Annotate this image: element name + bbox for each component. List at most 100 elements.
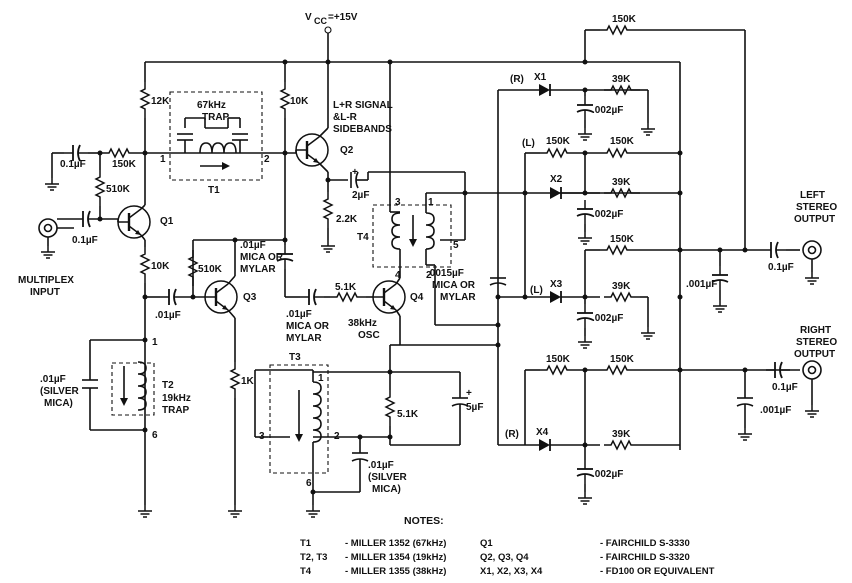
t1-pin1: 1 [160,154,166,165]
t3-pin2: 2 [334,431,340,442]
q2-label: Q2 [340,145,354,156]
t4-pin4: 4 [395,270,401,281]
t3-pin6: 6 [306,478,312,489]
t3-pin1: 1 [318,373,324,384]
signal-label-2: &L-R [333,112,358,123]
res-39k-2-label: 39K [612,177,631,188]
cap-in2-label: 0.1µF [72,235,98,246]
osc-label-1: 38kHz [348,318,377,329]
res-39k-1-label: 39K [612,74,631,85]
cap-mica1-l2: MICA OR [240,252,284,263]
input-label-1: MULTIPLEX [18,275,74,286]
cap-q3 [159,288,185,306]
left-out-2: STEREO [796,202,837,213]
t2-pin1: 1 [152,337,158,348]
cap-0015-l2: MICA OR [432,280,476,291]
input-label-2: INPUT [30,287,60,298]
note-left-desc-1: - MILLER 1354 (19kHz) [345,552,446,563]
cap-silver1-l3: MICA) [44,398,73,409]
input-jack [38,218,58,259]
left-out-1: LEFT [800,190,825,201]
res-39k-4-label: 39K [612,429,631,440]
left-out-3: OUTPUT [794,214,835,225]
vcc-label: V [305,12,312,23]
signal-label-1: L+R SIGNAL [333,100,393,111]
res-1k-label: 1K [241,376,255,387]
cap-002-4 [576,459,594,485]
q4-label: Q4 [410,292,424,303]
cap-mica2-l1: .01µF [286,309,312,320]
res-150k-top [599,25,637,35]
t1-pin2: 2 [264,154,270,165]
cap-002-2-label: .002µF [592,209,623,220]
q3-label: Q3 [243,292,257,303]
cap-002-1-label: .002µF [592,105,623,116]
t4-name: T4 [357,232,369,243]
cap-out-l-label: 0.1µF [768,262,794,273]
note-left-desc-0: - MILLER 1352 (67kHz) [345,538,446,549]
cap-silver1-l2: (SILVER [40,386,79,397]
diode-x4 [538,438,551,452]
cap-out-r-label: 0.1µF [772,382,798,393]
ch-r1: (R) [510,74,524,85]
note-right-ref-2: X1, X2, X3, X4 [480,566,543,577]
res-150k-r2-label: 150K [610,354,635,365]
t1-outline [169,91,263,181]
t3-outline [269,364,329,474]
note-right-desc-1: - FAIRCHILD S-3320 [600,552,690,563]
res-150k-top-label: 150K [612,14,637,25]
t1-trap-1: 67kHz [197,100,226,111]
res-5-1k-a [329,292,367,302]
right-output-jack [802,360,822,418]
res-150k-in-label: 150K [112,159,137,170]
t4-pin1: 1 [428,197,434,208]
note-right-ref-1: Q2, Q3, Q4 [480,552,529,563]
res-10k-b [140,246,150,284]
res-510k-a-label: 510K [106,184,131,195]
res-39k-3-label: 39K [612,281,631,292]
left-output-jack [802,240,822,285]
res-150k-l2-label: 150K [610,136,635,147]
note-left-ref-2: T4 [300,566,312,577]
t2-pin6: 6 [152,430,158,441]
right-out-1: RIGHT [800,325,831,336]
note-left-desc-2: - MILLER 1355 (38kHz) [345,566,446,577]
cap-silver1-l1: .01µF [40,374,66,385]
cap-mica1-l1: .01µF [240,240,266,251]
osc-label-2: OSC [358,330,380,341]
res-150k-l-label: 150K [546,136,571,147]
cap-out-l [761,241,787,259]
t3-name: T3 [289,352,301,363]
res-150k-m-label: 150K [610,234,635,245]
res-5-1k-a-label: 5.1K [335,282,357,293]
note-right-ref-0: Q1 [480,538,493,549]
cap-q3-label: .01µF [155,310,181,321]
cap-5uf-label: 5µF [466,402,483,413]
res-150k-r1 [539,365,577,375]
res-12k [140,81,150,119]
x1-label: X1 [534,72,547,83]
cap-002-3-label: .002µF [592,313,623,324]
t4-outline [372,204,452,268]
cap-2uf-label: 2µF [352,190,369,201]
transistor-q3 [203,279,239,315]
res-150k-l2 [599,148,637,158]
cap-5uf-plus: + [466,388,472,399]
cap-2uf-plus: + [352,167,358,178]
res-2-2k [323,191,333,229]
res-1k [230,361,240,399]
notes-heading: NOTES: [404,515,444,527]
q1-label: Q1 [160,216,174,227]
ch-l1: (L) [522,138,535,149]
t2-trap-2: TRAP [162,405,190,416]
cap-in1-label: 0.1µF [60,159,86,170]
cap-mica2-l3: MYLAR [286,333,322,344]
t2-outline [111,362,155,416]
res-12k-label: 12K [151,96,170,107]
vcc-value: =+15V [328,12,358,23]
cap-silver2-l2: (SILVER [368,472,407,483]
res-150k-r1-label: 150K [546,354,571,365]
t2-name: T2 [162,380,174,391]
note-left-ref-0: T1 [300,538,312,549]
ch-l2: (L) [530,285,543,296]
